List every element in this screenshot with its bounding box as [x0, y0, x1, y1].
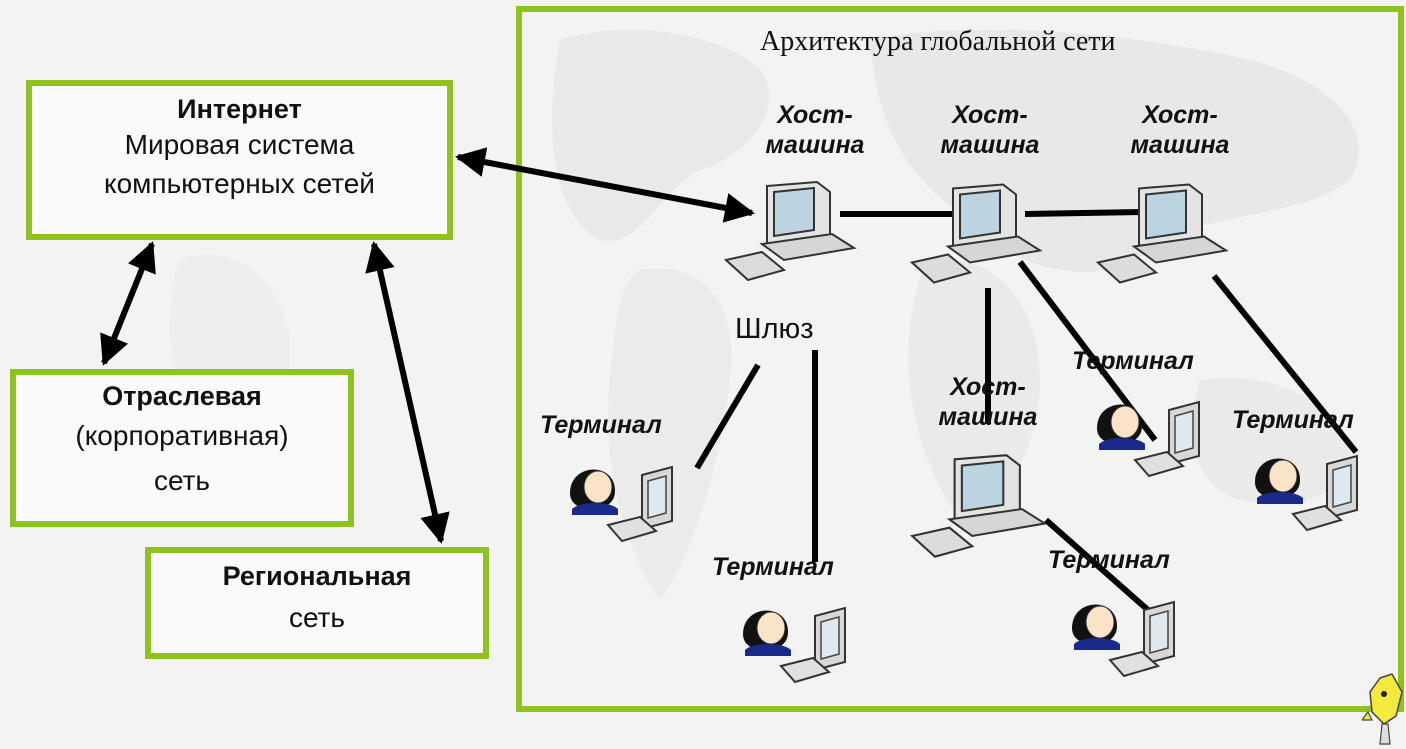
host-label-4-line2: машина	[938, 403, 1038, 431]
mascot-icon	[1362, 673, 1403, 745]
host-label-2-line1: Хост-	[952, 101, 1028, 129]
terminal-user-icon	[1072, 600, 1175, 678]
branch-line1: (корпоративная)	[75, 420, 289, 451]
host-label-2: Хост- машина	[925, 100, 1055, 160]
host-label-1-line2: машина	[765, 131, 865, 159]
host-label-1: Хост- машина	[750, 100, 880, 160]
host-label-3-line1: Хост-	[1142, 101, 1218, 129]
terminal-user-icon	[1097, 400, 1200, 478]
terminal-label-5: Терминал	[1048, 546, 1170, 574]
regional-line1: сеть	[288, 602, 346, 633]
internet-line1: Мировая система	[124, 129, 355, 160]
host-computer-icon	[909, 454, 1048, 558]
gateway-label: Шлюз	[735, 313, 814, 345]
terminal-user-icon	[570, 465, 673, 543]
terminal-label-4: Терминал	[1232, 406, 1354, 434]
branch-title: Отраслевая	[102, 381, 262, 411]
terminal-label-1: Терминал	[540, 411, 662, 439]
branch-network-box: Отраслевая (корпоративная) сеть	[10, 369, 354, 527]
regional-title: Региональная	[222, 561, 412, 591]
terminal-user-icon	[743, 606, 846, 684]
internet-box: Интернет Мировая система компьютерных се…	[26, 80, 453, 240]
host-label-2-line2: машина	[940, 131, 1040, 159]
panel-title: Архитектура глобальной сети	[760, 26, 1116, 57]
host-label-4: Хост- машина	[923, 372, 1053, 432]
host-computer-icon	[1095, 183, 1229, 284]
host-computer-icon	[909, 183, 1043, 284]
host-computer-icon	[723, 180, 857, 282]
terminal-label-2: Терминал	[712, 553, 834, 581]
global-network-panel	[516, 6, 1404, 712]
host-label-3: Хост- машина	[1115, 100, 1245, 160]
regional-network-box: Региональная сеть	[145, 547, 489, 659]
host-label-3-line2: машина	[1130, 131, 1230, 159]
terminal-user-icon	[1255, 454, 1358, 532]
terminal-label-3: Терминал	[1072, 347, 1194, 375]
branch-line2: сеть	[153, 465, 211, 496]
host-label-1-line1: Хост-	[777, 101, 853, 129]
internet-title: Интернет	[177, 94, 302, 124]
internet-line2: компьютерных сетей	[104, 168, 375, 199]
host-label-4-line1: Хост-	[950, 373, 1026, 401]
